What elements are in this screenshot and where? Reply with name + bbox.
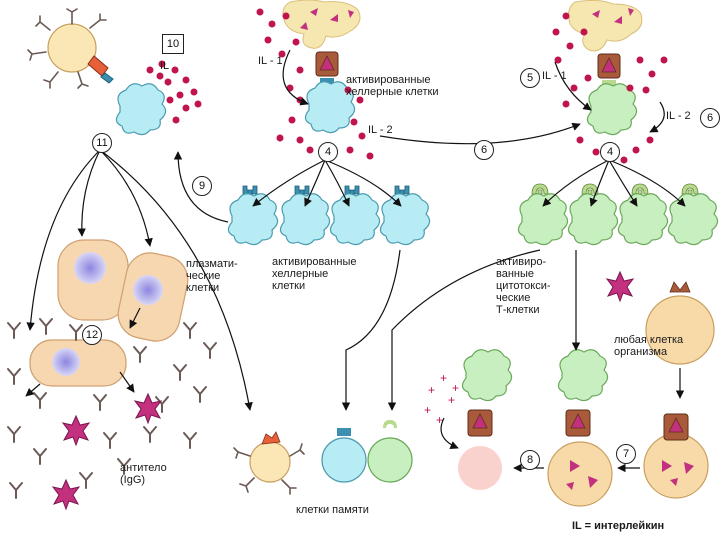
label-any-cell: любая клетка организма [614, 334, 684, 358]
helper-cell-activated-top [304, 78, 356, 134]
flow-arrows [25, 49, 686, 473]
antigen-mass-right [568, 0, 643, 79]
step-number-10: 10 [162, 34, 184, 54]
svg-text:+: + [440, 371, 447, 385]
il1-label-right: IL - 1 [542, 70, 567, 82]
step-number-11: 11 [92, 133, 112, 153]
il1-label-left: IL - 1 [258, 55, 283, 67]
interleukin-dots [146, 8, 668, 164]
activated-cytotoxic-cells-row [517, 183, 719, 246]
svg-text:+: + [436, 413, 443, 427]
step-number-9: 9 [192, 176, 212, 196]
step-number-7: 7 [616, 444, 636, 464]
il2-label-left: IL - 2 [368, 124, 393, 136]
label-plasma-cells: плазмати- ческие клетки [186, 258, 238, 294]
cytotoxic-attack-sequence: +++ +++ [424, 281, 715, 507]
svg-text:+: + [428, 383, 435, 397]
label-activated-helper-top: активированные хеллерные клетки [346, 74, 439, 98]
step-number-4-right: 4 [600, 142, 620, 162]
step-number-12: 12 [82, 325, 102, 345]
step-number-6: 6 [474, 140, 494, 160]
antigen-mass-middle [282, 0, 361, 77]
helper-cell-topleft [115, 83, 167, 136]
antigen-presenting-cell [27, 8, 114, 89]
plasma-cells [29, 239, 189, 387]
il-label-left: IL [160, 60, 170, 72]
step-number-8: 8 [520, 450, 540, 470]
activated-helper-cells-row [227, 185, 431, 246]
step-number-6-right: 6 [700, 108, 720, 128]
cytotoxic-cell-activated-top [586, 80, 638, 136]
il2-label-right: IL - 2 [666, 110, 691, 122]
label-antibody: антитело (IgG) [120, 462, 167, 486]
antigen-presenting-cell-bottom [233, 431, 305, 495]
label-memory-cells: клетки памяти [296, 504, 369, 516]
svg-text:+: + [448, 393, 455, 407]
step-number-5: 5 [520, 68, 540, 88]
svg-text:+: + [424, 403, 431, 417]
memory-cells [321, 420, 413, 483]
svg-text:+: + [452, 381, 459, 395]
label-il-legend: IL = интерлейкин [572, 520, 665, 532]
label-activated-cytotoxic: активиро- ванные цитотокси- ческие Т-кле… [496, 256, 551, 316]
label-activated-helper-mid: активированные хеллерные клетки [272, 256, 357, 292]
step-number-4-left: 4 [318, 142, 338, 162]
